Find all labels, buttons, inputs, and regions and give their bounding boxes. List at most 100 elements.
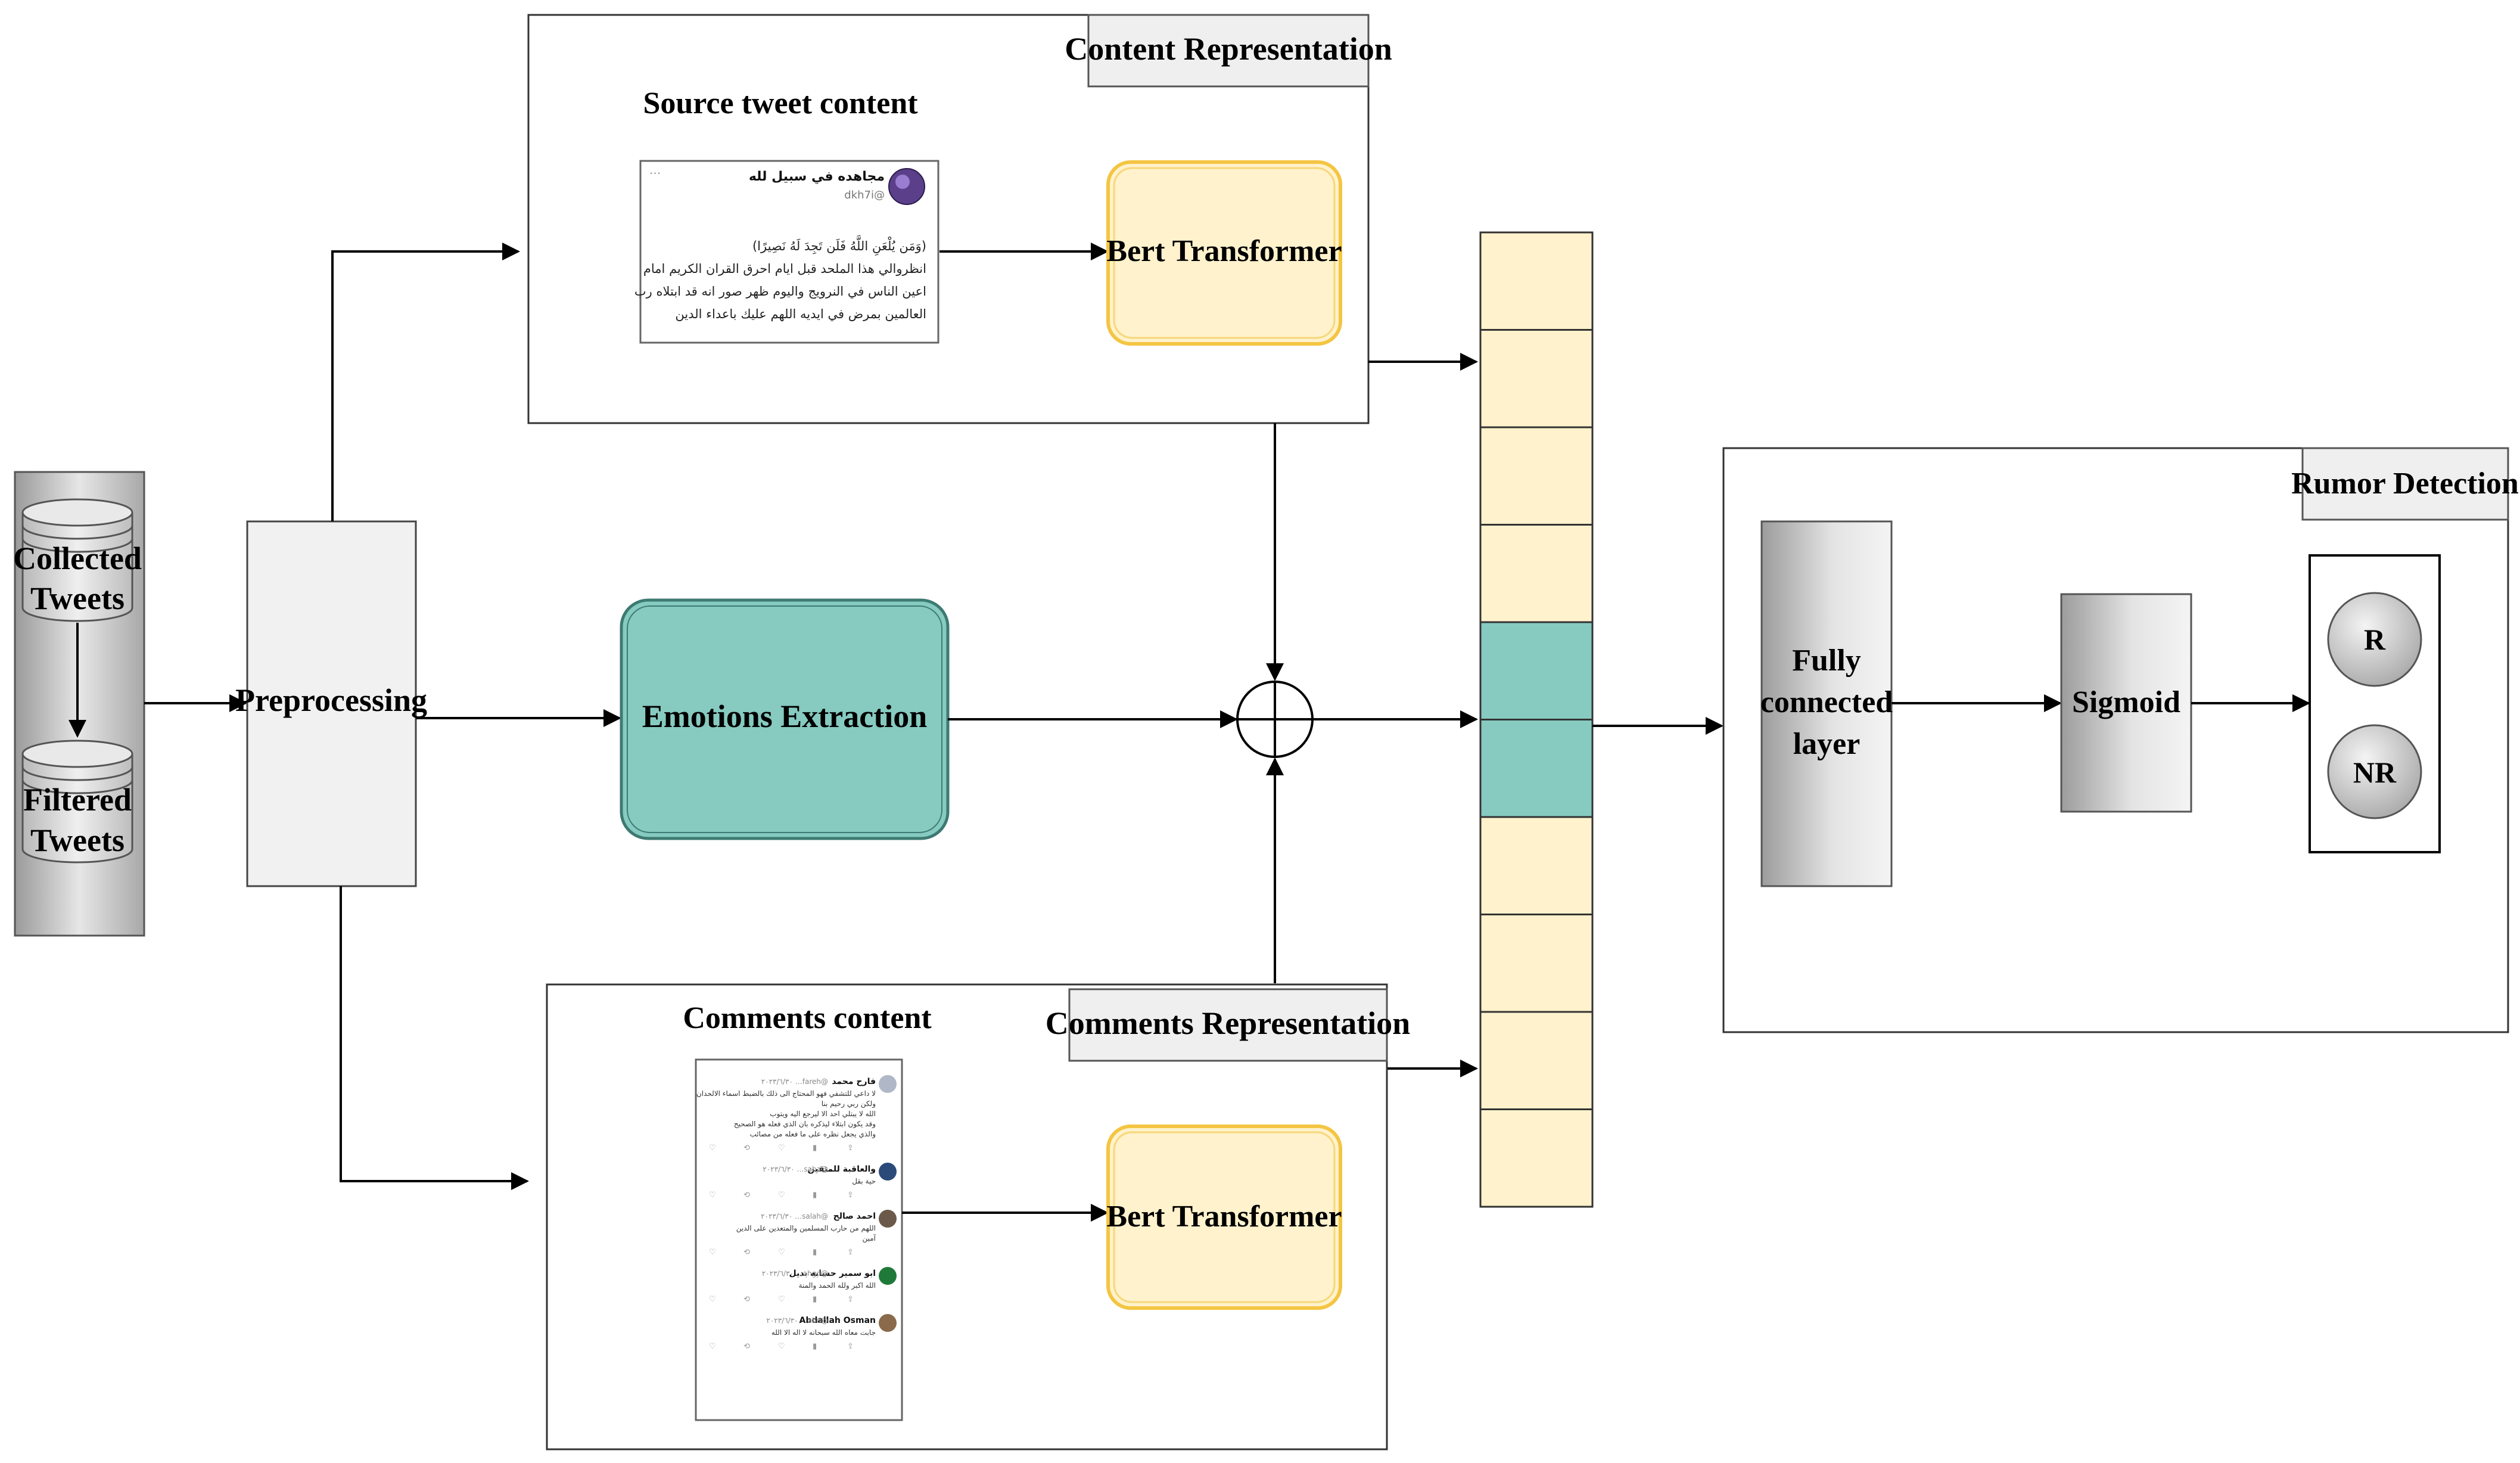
comment-action-icon: ⟲	[743, 1248, 750, 1257]
feature-vector-segment-content	[1479, 426, 1594, 526]
comment-action-icon: ♡	[778, 1342, 785, 1351]
comment-text-line: لا داعي للتشفي فهو المحتاج الى ذلك بالضب…	[696, 1089, 876, 1098]
feature-vector-segment-content	[1479, 524, 1594, 623]
collected-tweets-label: Collected	[13, 541, 142, 576]
sigmoid-label: Sigmoid	[2072, 685, 2180, 719]
bert-transformer-content-box	[1106, 160, 1342, 346]
comment-action-icon: ♡	[709, 1191, 716, 1200]
comment-avatar	[879, 1075, 897, 1093]
preprocessing-to-comments-arrow	[340, 886, 529, 1190]
comment-text-line: الله اكبر ولله الحمد والمنة	[798, 1281, 876, 1290]
tweet-author: مجاهده في سبيل لله	[749, 169, 885, 184]
feature-vector-segment-emotion	[1479, 621, 1594, 720]
fully-connected-label-2: connected	[1760, 685, 1893, 719]
comment-text-line: جابت معاه الله سبحانه لا اله الا الله	[771, 1328, 876, 1337]
comment-action-icon: ▮	[813, 1248, 817, 1257]
filtered-tweets-label: Filtered	[23, 782, 132, 818]
sigmoid-box	[2060, 593, 2192, 813]
comment-text-line: حية بقل	[852, 1177, 876, 1185]
output-r-label: R	[2364, 623, 2386, 656]
comment-action-icon: ⟲	[743, 1144, 750, 1153]
emotions-extraction-label: Emotions Extraction	[642, 698, 928, 734]
comments-representation-title: Comments Representation	[1046, 1005, 1410, 1041]
comment-author: ابو سمير حسابه بديل	[789, 1269, 876, 1278]
comment-item: ابو سمير حسابه بديل@ahgd… ٢٠٢٣/٦/٣٠ الله …	[709, 1267, 897, 1304]
feature-vector-segment-emotion	[1479, 719, 1594, 818]
rumor-detection-title: Rumor Detection	[2291, 467, 2519, 501]
comment-item: فارح محمد @fareh… ٢٠٢٣/٦/٣٠ لا داعي للتشفي…	[696, 1075, 897, 1153]
comment-action-icon: ⇪	[847, 1144, 854, 1153]
collected-tweets-cylinder: Collected Tweets	[13, 498, 142, 622]
comment-action-icon: ⇪	[847, 1191, 854, 1200]
comment-action-icon: ▮	[813, 1295, 817, 1304]
feature-vector-segment-content	[1479, 329, 1594, 428]
collected-tweets-label-2: Tweets	[30, 580, 125, 616]
comment-action-icon: ♡	[778, 1191, 785, 1200]
output-r-node	[2327, 592, 2422, 687]
comment-meta: @salah… ٢٠٢٣/٦/٣٠	[761, 1212, 828, 1220]
source-tweet-content-label: Source tweet content	[643, 86, 918, 120]
comment-author: Abdallah Osman	[799, 1316, 876, 1325]
comment-text-line: وقد يكون ابتلاء ليذكره بان الذي فعله هو …	[734, 1120, 876, 1129]
comment-avatar	[879, 1210, 897, 1228]
comments-card: فارح محمد @fareh… ٢٠٢٣/٦/٣٠ لا داعي للتشفي…	[695, 1058, 903, 1421]
comment-action-icon: ♡	[778, 1144, 785, 1153]
comment-action-icon: ▮	[813, 1342, 817, 1351]
concatenation-operator	[1236, 681, 1314, 758]
comment-item: والعاقبة للمتقين@saba… ٢٠٢٣/٦/٣٠ حية بقل ♡…	[709, 1163, 897, 1200]
comment-meta: @fareh… ٢٠٢٣/٦/٣٠	[761, 1077, 828, 1086]
tweet-handle: @dkh7i	[844, 189, 885, 201]
comment-action-icon: ♡	[709, 1342, 716, 1351]
comment-author: والعاقبة للمتقين	[807, 1164, 876, 1174]
comment-author: احمد صالح	[833, 1212, 876, 1221]
comment-avatar	[879, 1163, 897, 1181]
content-representation-title-box	[1087, 14, 1370, 88]
comment-meta: @abd… ٢٠٢٣/٦/٣٠	[766, 1316, 828, 1325]
preprocessing-label: Preprocessing	[235, 682, 427, 718]
comment-action-icon: ⟲	[743, 1342, 750, 1351]
comment-action-icon: ♡	[778, 1248, 785, 1257]
tweet-text-line: اعين الناس في النرويج واليوم ظهر صور انه…	[634, 284, 926, 299]
comment-action-icon: ▮	[813, 1144, 817, 1153]
filtered-tweets-cylinder: Filtered Tweets	[21, 740, 133, 863]
tweet-text-line: العالمين بمرض في ايديه اللهم عليك باعداء…	[675, 307, 926, 322]
comment-action-icon: ⇪	[847, 1342, 854, 1351]
tweet-text-line: انظروالي هذا الملحد قبل ايام احرق القران…	[643, 262, 926, 277]
comment-avatar	[879, 1267, 897, 1285]
feature-vector-segment-content	[1479, 231, 1594, 331]
comment-action-icon: ▮	[813, 1191, 817, 1200]
comments-representation-title-box	[1068, 988, 1388, 1062]
comment-text-line: آمين	[862, 1234, 876, 1243]
feature-vector-segment-comments	[1479, 1011, 1594, 1110]
comment-action-icon: ♡	[778, 1295, 785, 1304]
comment-action-icon: ♡	[709, 1248, 716, 1257]
output-nr-node	[2327, 724, 2422, 819]
comment-text-line: الله لا يبتلي احد الا ليرجع اليه ويتوب	[770, 1110, 876, 1119]
comment-action-icon: ⇪	[847, 1295, 854, 1304]
preprocessing-to-content-arrow	[331, 243, 520, 521]
comment-action-icon: ♡	[709, 1295, 716, 1304]
comment-item: Abdallah Osman@abd… ٢٠٢٣/٦/٣٠ جابت معاه ا…	[709, 1314, 897, 1351]
comment-author: فارح محمد	[832, 1077, 876, 1086]
bert-transformer-comments-label: Bert Transformer	[1106, 1200, 1342, 1234]
content-representation-title: Content Representation	[1065, 31, 1392, 67]
comment-text-line: ولكن ربي رحيم بنا	[822, 1099, 876, 1108]
bert-transformer-comments-box	[1106, 1125, 1342, 1310]
comment-action-icon: ⟲	[743, 1295, 750, 1304]
output-nr-label: NR	[2353, 756, 2397, 789]
comment-action-icon: ⇪	[847, 1248, 854, 1257]
comment-meta: @ahgd… ٢٠٢٣/٦/٣٠	[762, 1269, 828, 1278]
source-tweet-card: مجاهده في سبيل لله @dkh7i ··· (وَمَن يُل…	[634, 160, 939, 344]
comment-avatar	[879, 1314, 897, 1332]
feature-vector-segment-comments	[1479, 816, 1594, 915]
feature-vector	[1479, 231, 1594, 1208]
fully-connected-layer-box	[1760, 520, 1893, 887]
tweet-more-icon: ···	[649, 166, 661, 181]
bert-transformer-content-label: Bert Transformer	[1106, 234, 1342, 268]
fully-connected-label-1: Fully	[1792, 644, 1861, 678]
comment-meta: @saba… ٢٠٢٣/٦/٣٠	[763, 1165, 828, 1173]
comment-text-line: والذي يجعل نظره على ما فعله من مصائب	[749, 1130, 876, 1139]
comments-content-label: Comments content	[683, 1001, 932, 1035]
